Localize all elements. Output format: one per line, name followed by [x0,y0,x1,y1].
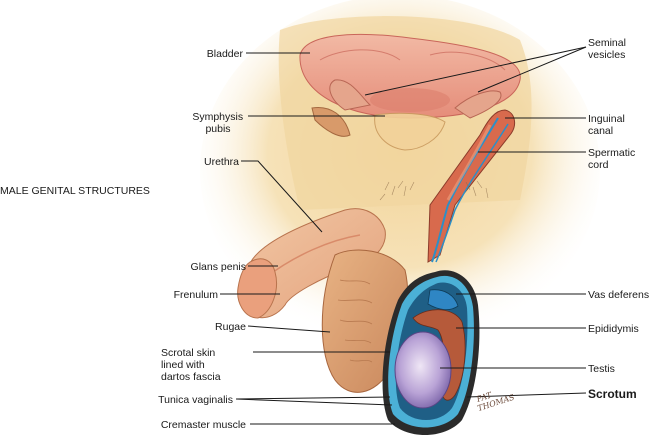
label-urethra: Urethra [204,156,239,168]
hair-shading [379,180,489,201]
label-seminal-vesicles-line2: vesicles [588,49,625,61]
label-glans-penis: Glans penis [191,261,246,273]
rugae-wrinkles [337,279,373,363]
label-symphysis-pubis-line1: Symphysis [192,111,243,123]
label-spermatic-cord: Spermatic cord [588,147,638,171]
label-spermatic-cord-line1: Spermatic [588,147,635,159]
label-inguinal-canal-line2: canal [588,125,613,137]
leader-lines [220,46,587,425]
label-frenulum: Frenulum [174,289,219,301]
label-testis: Testis [588,363,615,375]
label-inguinal-canal: Inguinal canal [588,113,628,137]
testis-shape [394,331,452,409]
diagram-heading: MALE GENITAL STRUCTURES [0,185,150,197]
artist-signature: PAT THOMAS [475,390,517,413]
prostate-shape [374,112,446,151]
scrotum-cross-section [382,270,480,435]
label-rugae: Rugae [215,321,246,333]
label-seminal-vesicles: Seminal vesicles [588,37,629,61]
penis-shape [237,208,386,319]
label-scrotal-skin: Scrotal skin lined with dartos fascia [161,347,221,383]
label-scrotal-skin-line1: Scrotal skin [161,347,215,359]
label-seminal-vesicles-line1: Seminal [588,37,626,49]
spermatic-cord-shape [427,109,516,263]
label-symphysis-pubis-line2: pubis [205,123,230,135]
label-epididymis: Epididymis [588,323,639,335]
label-symphysis-pubis: Symphysis pubis [192,111,246,135]
seminal-vesicle-left [329,79,372,111]
label-bladder: Bladder [207,48,244,60]
seminal-vesicle-right [454,90,502,119]
label-inguinal-canal-line1: Inguinal [588,113,625,125]
label-scrotal-skin-line3: dartos fascia [161,371,221,383]
label-vas-deferens: Vas deferens [588,289,649,301]
symphysis-pubis-shape [311,106,351,137]
label-cremaster-muscle: Cremaster muscle [161,419,246,431]
label-scrotum: Scrotum [588,387,637,401]
label-spermatic-cord-line2: cord [588,159,609,171]
label-scrotal-skin-line2: lined with [161,359,205,371]
label-tunica-vaginalis: Tunica vaginalis [158,394,233,406]
